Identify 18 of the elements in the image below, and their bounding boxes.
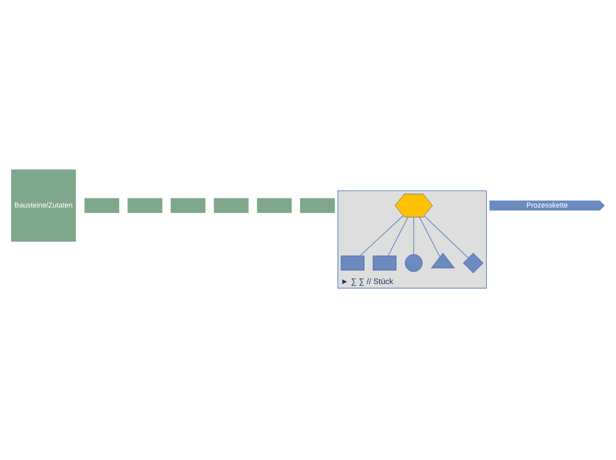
node-box (372, 255, 396, 270)
node-triangle (431, 252, 455, 268)
node-circle (404, 254, 423, 272)
node-box (214, 198, 249, 212)
node-box (128, 198, 162, 212)
node-box (340, 255, 364, 270)
node-box (170, 198, 206, 212)
connector (360, 214, 404, 256)
cluster: ► ∑ ∑ // Stück (337, 190, 487, 288)
node-box (84, 198, 120, 212)
connector (424, 215, 469, 258)
node-box (256, 198, 292, 212)
connector (388, 216, 408, 256)
node-hexagon (394, 193, 433, 217)
node-diamond (463, 252, 484, 273)
connector (419, 216, 440, 257)
node-box (300, 198, 335, 212)
connector (413, 216, 414, 254)
